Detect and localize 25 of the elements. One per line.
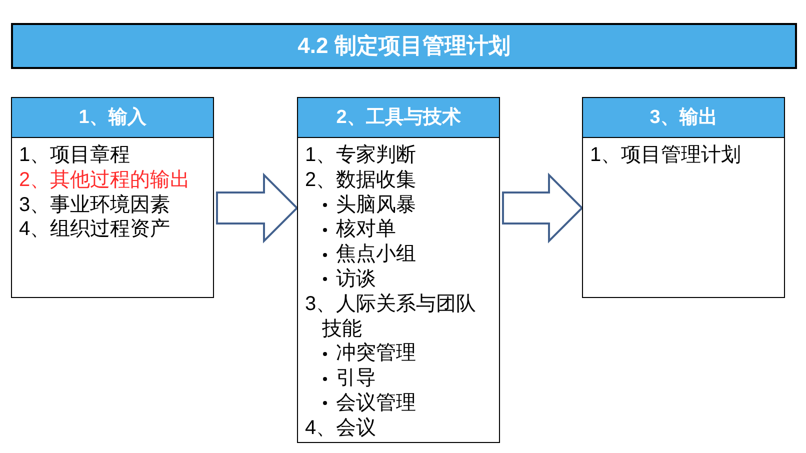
list-item: 会议管理 [336,390,416,416]
list-item: 3、人际关系与团队技能 [305,292,478,342]
list-item: 访谈 [336,266,376,292]
list-item: 2、其他过程的输出 [19,168,192,193]
process-box [11,97,214,298]
list-item: 1、专家判断 [305,143,418,168]
box-header: 3、输出 [583,98,784,138]
box-header: 2、工具与技术 [298,98,499,138]
process-box [297,97,500,443]
list-item: 头脑风暴 [336,192,416,218]
block-arrow [502,172,584,244]
list-item: 2、数据收集 [305,168,418,193]
list-item: 核对单 [336,217,396,242]
list-item: 1、项目章程 [19,143,132,168]
list-item: 焦点小组 [336,242,416,267]
block-arrow [216,172,298,244]
list-item: 冲突管理 [336,341,416,366]
list-item: 4、组织过程资产 [19,217,172,242]
list-item: 引导 [336,366,376,391]
list-item: 3、事业环境因素 [19,192,172,218]
list-item: 4、会议 [305,416,378,441]
process-box [582,97,785,298]
box-header: 1、输入 [12,98,213,138]
list-item: 1、项目管理计划 [590,143,742,168]
title-banner: 4.2 制定项目管理计划 [11,23,797,69]
